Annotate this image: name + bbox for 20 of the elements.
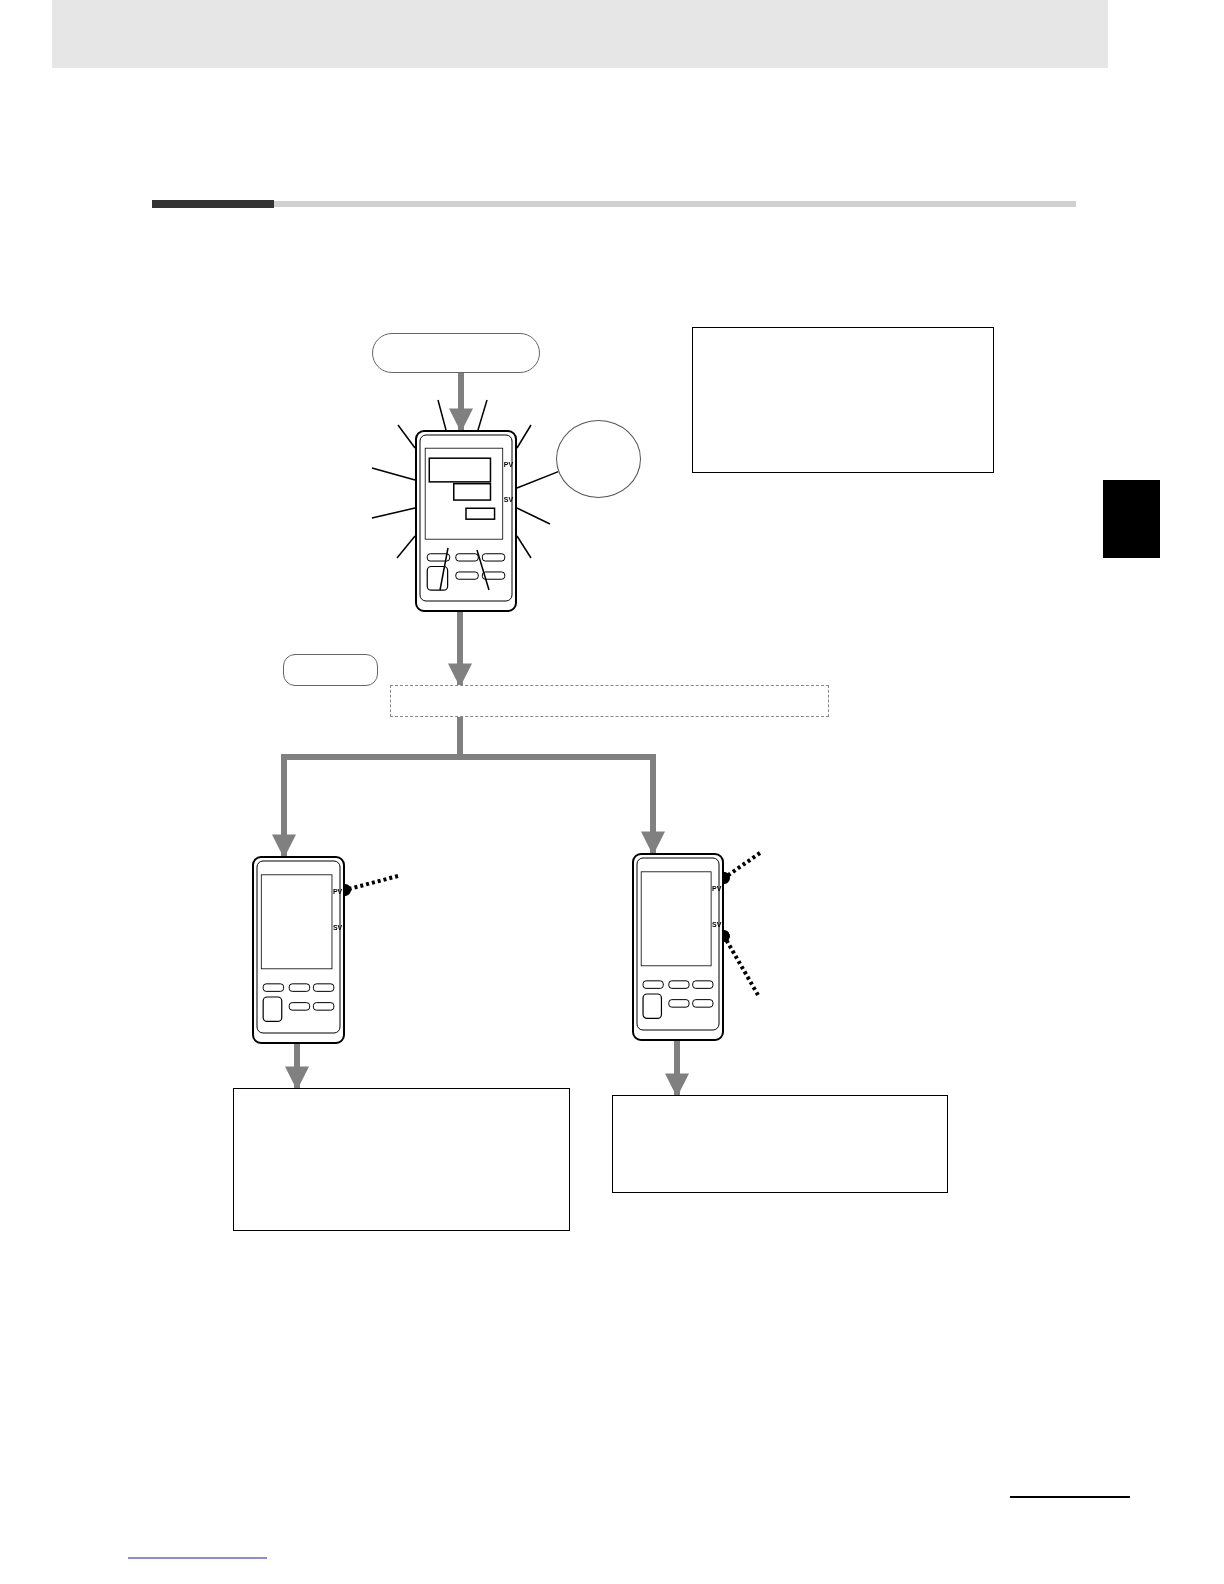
header-band: [52, 0, 1108, 68]
text-box: [612, 1095, 948, 1193]
leader-line: [516, 535, 532, 559]
rounded-box: [283, 654, 378, 686]
dashed-box: [390, 685, 829, 717]
leader-line: [516, 507, 551, 525]
leader-line: [437, 399, 447, 431]
leader-line: [371, 467, 416, 481]
leader-line: [477, 399, 488, 431]
leader-line: [516, 470, 560, 489]
leader-line: [396, 535, 416, 559]
rounded-box: [372, 333, 540, 373]
leader-line: [516, 424, 532, 449]
leader-line: [397, 424, 416, 449]
arrow: [457, 717, 665, 856]
arrow: [449, 373, 473, 433]
text-box: [692, 327, 994, 473]
leader-line: [371, 507, 416, 519]
chapter-tab: [1103, 480, 1160, 558]
text-box: [233, 1088, 570, 1231]
